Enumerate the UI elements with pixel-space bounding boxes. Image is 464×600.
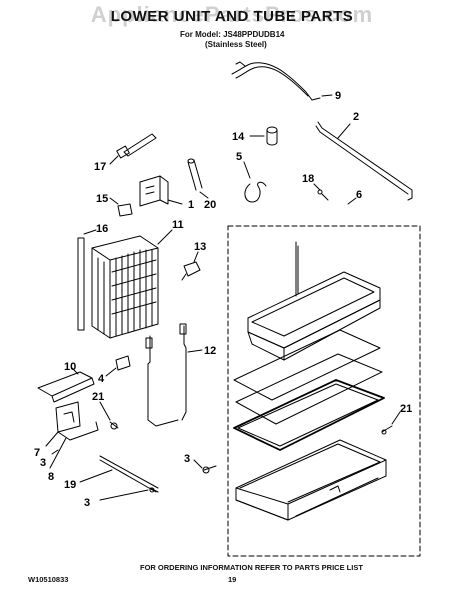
ordering-note: FOR ORDERING INFORMATION REFER TO PARTS … (140, 563, 363, 572)
callout-18: 18 (302, 173, 314, 185)
callout-14: 14 (232, 131, 245, 143)
flat-panel-3 (233, 379, 385, 451)
part-12-wires (145, 323, 203, 427)
callout-16: 16 (96, 223, 108, 235)
part-1-bracket (139, 175, 183, 207)
part-10-pan (37, 367, 95, 403)
callout-17: 17 (94, 161, 106, 173)
watermark: AppliancePartsPros.com (90, 2, 374, 27)
doc-number: W10510833 (28, 575, 69, 584)
part-14-sleeve (249, 126, 278, 146)
part-21-fastener-right (381, 411, 401, 435)
part-7-8-bracket (45, 401, 99, 469)
callout-numbers: 9 2 14 5 17 18 6 15 1 20 16 11 13 10 4 1… (34, 90, 412, 509)
drain-pan (235, 439, 387, 521)
callout-4: 4 (98, 373, 105, 385)
callout-21-right: 21 (400, 403, 412, 415)
callout-20: 20 (204, 199, 216, 211)
part-6-group-outline (227, 225, 421, 557)
callout-10: 10 (64, 361, 76, 373)
callout-19: 19 (64, 479, 76, 491)
part-2-rod (315, 121, 413, 201)
callout-8: 8 (48, 471, 54, 483)
callout-7: 7 (34, 447, 40, 459)
part-5-clip (243, 161, 267, 203)
callout-11: 11 (172, 219, 184, 231)
callout-5: 5 (236, 151, 242, 163)
callout-1: 1 (188, 199, 194, 211)
part-11-condenser (91, 229, 173, 339)
part-15-plate (109, 197, 133, 217)
model-line: For Model: JS48PPDUDB14 (180, 30, 285, 39)
part-13-clip (181, 251, 201, 281)
part-9-tube (231, 61, 333, 101)
flat-panel-3-inner (237, 383, 379, 447)
callout-21-left: 21 (92, 391, 104, 403)
part-6-leader (347, 197, 357, 205)
part-17-connector (109, 133, 157, 165)
callout-3-center: 3 (184, 453, 190, 465)
part-20-tube (187, 158, 209, 199)
callout-3-bottom: 3 (84, 497, 90, 509)
part-4-box (105, 355, 131, 377)
callout-13: 13 (194, 241, 206, 253)
part-3-screws (51, 449, 217, 501)
callout-3-left-upper: 3 (40, 457, 46, 469)
part-19-rod (79, 455, 159, 493)
callout-6: 6 (356, 189, 362, 201)
finish-line: (Stainless Steel) (205, 40, 267, 49)
flat-panel-1 (233, 329, 381, 401)
part-21-fastener-left (99, 401, 119, 430)
part-16-strip (77, 229, 97, 331)
callout-15: 15 (96, 193, 108, 205)
page-title: LOWER UNIT AND TUBE PARTS (110, 8, 354, 25)
page-number: 19 (228, 575, 237, 584)
callout-2: 2 (353, 111, 359, 123)
part-18-screw (313, 183, 329, 201)
callout-12: 12 (204, 345, 216, 357)
callout-9: 9 (335, 90, 341, 102)
